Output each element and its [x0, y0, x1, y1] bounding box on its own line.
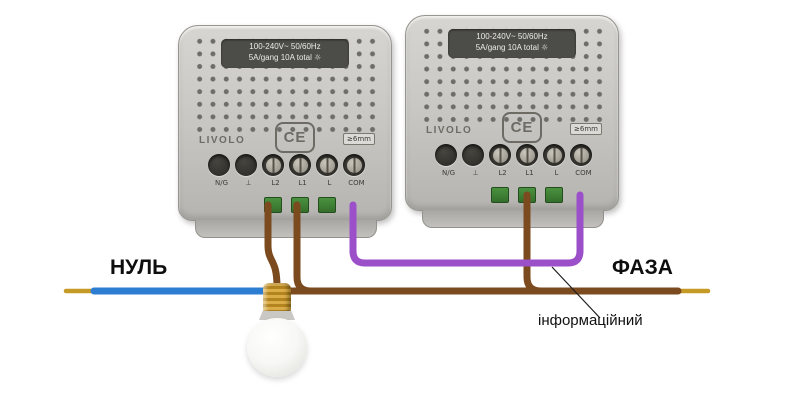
bulb-glass — [247, 318, 307, 377]
terminal-screw — [343, 154, 365, 176]
rating-line2: 5A/gang 10A total — [248, 52, 312, 62]
terminal-screw — [516, 144, 538, 166]
switch-module-right: 100-240V~ 50/60Hz 5A/gang 10A total ☼ LI… — [405, 15, 619, 228]
terminal-window — [518, 187, 536, 203]
terminal-label: L — [327, 179, 332, 187]
module-bottom — [422, 210, 604, 228]
bulb-neck — [259, 311, 295, 320]
terminal-window — [491, 187, 509, 203]
terminal-window — [545, 187, 563, 203]
terminal-labels: N/G ⊥ L2 L1 L COM — [435, 169, 597, 177]
terminal-label: L — [554, 169, 559, 177]
terminal-screw — [316, 154, 338, 176]
terminal-screw — [289, 154, 311, 176]
terminal-window — [318, 197, 336, 213]
data-wire-label: інформаційний — [538, 312, 643, 329]
terminal-label-earth-icon: ⊥ — [472, 169, 479, 177]
terminal-label: N/G — [441, 169, 456, 177]
terminal-label: COM — [348, 179, 365, 187]
terminal-screw — [489, 144, 511, 166]
rating-label: 100-240V~ 50/60Hz 5A/gang 10A total ☼ — [448, 29, 576, 58]
strip-gauge-label: ≥6mm — [570, 123, 602, 135]
terminal-label: L2 — [498, 169, 507, 177]
terminal-hole — [235, 154, 257, 176]
terminal-screw — [543, 144, 565, 166]
rating-line2: 5A/gang 10A total — [475, 42, 539, 52]
ce-mark: CE — [275, 122, 315, 153]
bulb-socket — [263, 283, 291, 313]
brand-logo: LIVOLO — [426, 125, 473, 136]
data-wire-pointer-line — [551, 266, 601, 319]
terminal-label: L1 — [298, 179, 307, 187]
terminal-label: L2 — [271, 179, 280, 187]
module-bottom — [195, 220, 377, 238]
terminal-hole — [208, 154, 230, 176]
terminal-window — [291, 197, 309, 213]
terminal-hole — [435, 144, 457, 166]
terminal-row — [208, 154, 365, 176]
terminal-screw — [262, 154, 284, 176]
terminal-label: N/G — [214, 179, 229, 187]
switch-module-left: 100-240V~ 50/60Hz 5A/gang 10A total ☼ LI… — [178, 25, 392, 238]
terminal-hole — [462, 144, 484, 166]
rating-line1: 100-240V~ 50/60Hz — [249, 42, 321, 51]
rating-line1: 100-240V~ 50/60Hz — [476, 32, 548, 41]
ce-mark: CE — [502, 112, 542, 143]
terminal-label-earth-icon: ⊥ — [245, 179, 252, 187]
neutral-label: НУЛЬ — [110, 256, 168, 279]
terminal-row — [435, 144, 592, 166]
phase-label: ФАЗА — [612, 256, 673, 279]
brightness-icon: ☼ — [541, 42, 549, 52]
terminal-labels: N/G ⊥ L2 L1 L COM — [208, 179, 370, 187]
rating-label: 100-240V~ 50/60Hz 5A/gang 10A total ☼ — [221, 39, 349, 68]
brightness-icon: ☼ — [314, 52, 322, 62]
brand-logo: LIVOLO — [199, 135, 246, 146]
terminal-window — [264, 197, 282, 213]
terminal-screw — [570, 144, 592, 166]
strip-gauge-label: ≥6mm — [343, 133, 375, 145]
terminal-label: COM — [575, 169, 592, 177]
terminal-label: L1 — [525, 169, 534, 177]
